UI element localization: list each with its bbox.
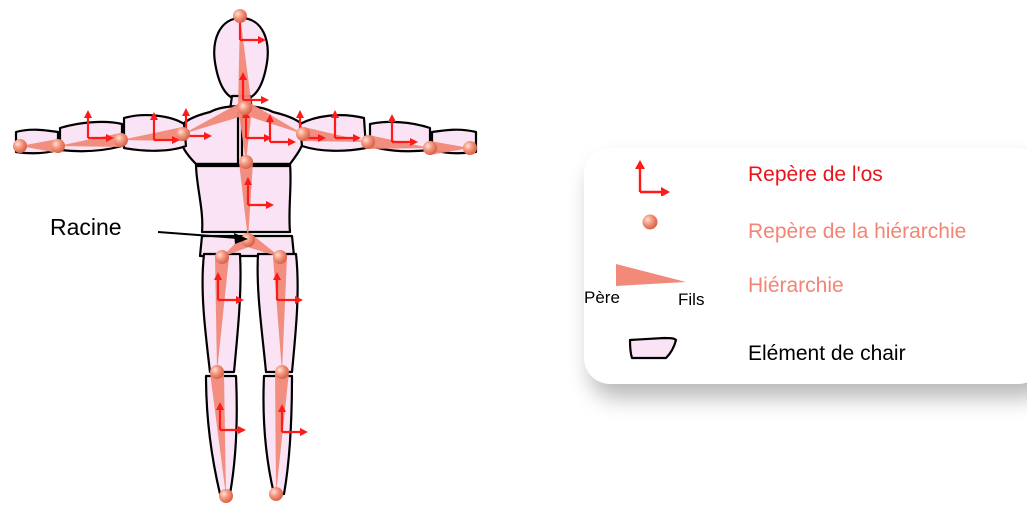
- joint-lsh: [176, 127, 190, 141]
- joint-rhip: [273, 250, 287, 264]
- joint-neck: [238, 101, 252, 115]
- joint-lan: [219, 489, 233, 503]
- root-label: Racine: [50, 214, 122, 241]
- joint-rha: [463, 141, 477, 155]
- legend-hierarchy-label: Hiérarchie: [748, 274, 844, 298]
- joint-lhip: [215, 250, 229, 264]
- joint-lha: [13, 139, 27, 153]
- joint-rel: [361, 135, 375, 149]
- joint-lel: [114, 133, 128, 147]
- flesh-element-icon: [626, 334, 680, 362]
- hierarchy-wedge-icon: [616, 264, 688, 286]
- joint-ran: [269, 487, 283, 501]
- bone-frame: [278, 404, 308, 436]
- legend-panel: Repère de l'os Repère de la hiérarchie P…: [584, 148, 1027, 384]
- joint-lkn: [210, 365, 224, 379]
- joint-rwr: [423, 141, 437, 155]
- joint-head: [233, 9, 247, 23]
- legend-child-label: Fils: [678, 290, 704, 310]
- legend-flesh-label: Elément de chair: [748, 342, 906, 366]
- legend-hierarchy-frame-label: Repère de la hiérarchie: [748, 220, 966, 244]
- bone-frame-axes-icon: [632, 160, 672, 196]
- joint-sphere-icon: [640, 212, 660, 232]
- joint-rsh: [296, 127, 310, 141]
- joint-chest: [239, 155, 253, 169]
- joint-rkn: [275, 365, 289, 379]
- legend-bone-frame-label: Repère de l'os: [748, 163, 883, 187]
- joint-lwr: [51, 139, 65, 153]
- legend-parent-label: Père: [584, 288, 620, 308]
